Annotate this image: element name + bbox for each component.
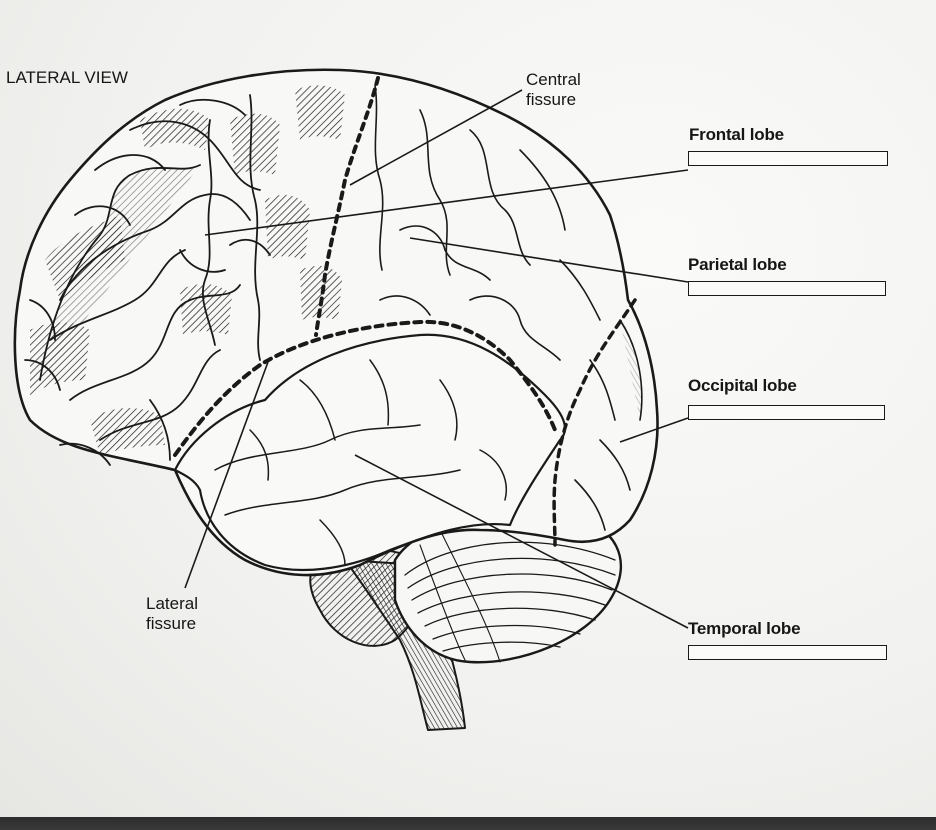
central-fissure-line <box>314 76 380 337</box>
lateral-fissure-label-line2: fissure <box>146 614 197 633</box>
leader-temporal-lobe <box>354 454 689 629</box>
temporal-gyri <box>214 359 507 566</box>
central-fissure-label-line1: Central <box>526 70 581 89</box>
frontal-lobe-label: Frontal lobe <box>689 125 784 144</box>
parietal-lobe-label: Parietal lobe <box>688 255 787 274</box>
lateral-fissure-line <box>173 319 557 457</box>
temporal-lobe-shape <box>173 333 567 572</box>
lateral-fissure-label-line1: Lateral <box>146 594 198 613</box>
temporal-lobe-answer-box[interactable] <box>688 645 887 660</box>
leader-central-fissure <box>349 89 523 186</box>
parietal-lobe-answer-box[interactable] <box>688 281 886 296</box>
page-edge-shadow <box>0 817 936 830</box>
frontal-lobe-answer-box[interactable] <box>688 151 888 166</box>
parieto-occipital-line <box>552 298 637 547</box>
occipital-lobe-answer-box[interactable] <box>688 405 885 420</box>
cerebellum <box>393 510 622 664</box>
temporal-lobe-label: Temporal lobe <box>688 619 801 638</box>
leader-lateral-fissure <box>184 361 269 589</box>
leader-frontal-lobe <box>204 169 689 236</box>
leader-parietal-lobe <box>409 237 689 283</box>
leader-occipital-lobe <box>619 417 689 443</box>
parietal-occipital-gyri <box>374 84 643 531</box>
view-title: LATERAL VIEW <box>6 68 128 87</box>
central-fissure-label-line2: fissure <box>526 90 577 109</box>
occipital-lobe-label: Occipital lobe <box>688 376 797 395</box>
